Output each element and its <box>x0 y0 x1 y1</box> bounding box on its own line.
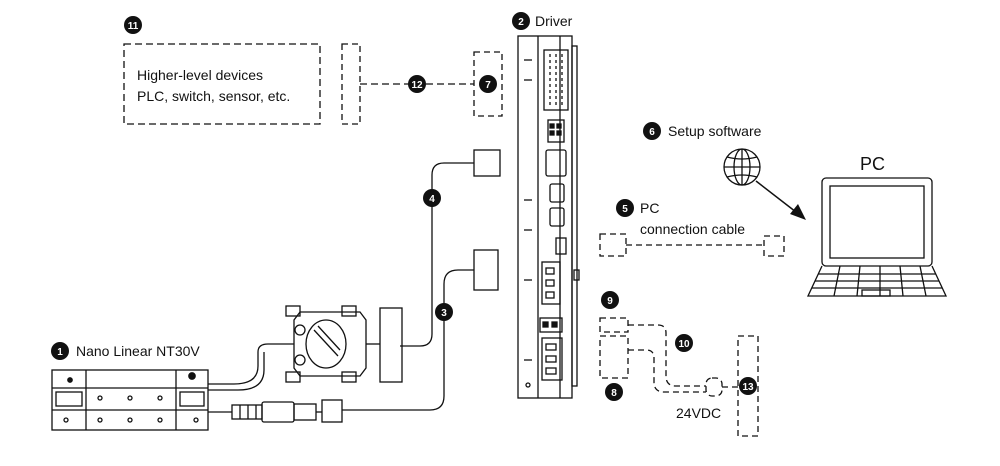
svg-text:11: 11 <box>128 21 139 32</box>
badge-6: 6 <box>643 122 661 140</box>
svg-text:12: 12 <box>411 80 423 91</box>
badge-8: 8 <box>605 383 623 401</box>
badge-11: 11 <box>124 16 142 34</box>
power-connectors <box>599 317 759 437</box>
badge-13: 13 <box>739 377 757 395</box>
badge-1: 1 <box>51 342 69 360</box>
driver-unit <box>517 35 580 399</box>
io-connector-7 <box>473 51 503 117</box>
globe-icon <box>723 148 761 186</box>
nano-linear-label: Nano Linear NT30V <box>76 343 200 359</box>
driver-label: Driver <box>535 13 573 29</box>
svg-text:1: 1 <box>57 347 63 358</box>
higher-level-devices-examples: PLC, switch, sensor, etc. <box>137 88 290 104</box>
badge-3: 3 <box>435 303 453 321</box>
laptop-icon <box>806 177 948 297</box>
cable-4 <box>400 149 501 347</box>
svg-text:6: 6 <box>649 127 655 138</box>
badge-5: 5 <box>616 199 634 217</box>
svg-text:9: 9 <box>607 296 613 307</box>
nano-linear-actuator <box>51 343 343 431</box>
io-connector-host <box>341 43 361 125</box>
svg-text:8: 8 <box>611 388 617 399</box>
setup-software-label: Setup software <box>668 123 762 139</box>
svg-text:2: 2 <box>518 17 524 28</box>
svg-text:3: 3 <box>441 308 447 319</box>
svg-text:4: 4 <box>429 194 435 205</box>
badge-9: 9 <box>601 291 619 309</box>
badge-4: 4 <box>423 189 441 207</box>
svg-text:7: 7 <box>485 80 491 91</box>
badge-2: 2 <box>512 12 530 30</box>
badge-10: 10 <box>675 334 693 352</box>
pc-connection-cable <box>599 233 785 257</box>
arrow-icon <box>755 180 806 220</box>
voltage-label: 24VDC <box>676 405 721 421</box>
svg-text:10: 10 <box>678 339 690 350</box>
svg-text:13: 13 <box>742 382 754 393</box>
motor-connector <box>285 305 403 383</box>
badge-7: 7 <box>479 75 497 93</box>
higher-level-devices-title: Higher-level devices <box>137 67 263 83</box>
pc-cable-label-line2: connection cable <box>640 221 745 237</box>
svg-text:5: 5 <box>622 204 628 215</box>
cable-3 <box>342 249 499 411</box>
badge-12: 12 <box>408 75 426 93</box>
pc-label: PC <box>860 154 885 174</box>
pc-cable-label-line1: PC <box>640 200 659 216</box>
higher-level-devices: Higher-level devices PLC, switch, sensor… <box>123 43 321 125</box>
